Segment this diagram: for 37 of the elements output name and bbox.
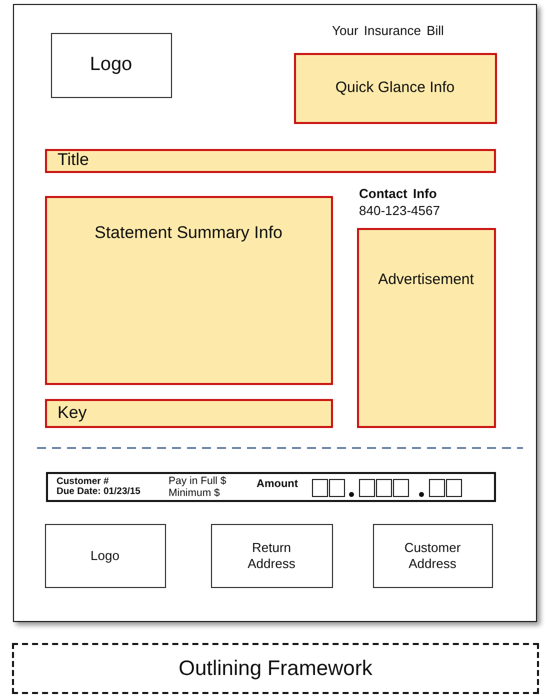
section-label: Statement Summary Info: [94, 222, 283, 243]
digit-box: [428, 478, 444, 496]
digit-box: [312, 478, 328, 496]
address-panel: [210, 524, 332, 588]
placeholder-frame: [50, 32, 172, 98]
phone-number: 840-123-4567: [359, 204, 440, 219]
placeholder-label: Logo: [90, 54, 132, 76]
summary-panel: [44, 196, 332, 384]
key-bar: [44, 398, 332, 428]
placeholder-label: Logo: [90, 548, 120, 564]
digit-box: [328, 478, 344, 496]
field-label: Amount: [256, 478, 298, 490]
section-label: Quick Glance Info: [335, 79, 455, 97]
bill-page: [13, 4, 537, 622]
placeholder-frame: [44, 524, 166, 588]
digit-box: [358, 478, 374, 496]
field-label: Due Date: 01/23/15: [56, 486, 140, 498]
title-bar: [44, 148, 496, 172]
field-label: Customer #: [56, 476, 109, 487]
framework-label: Outlining Framework: [178, 656, 372, 682]
address-label: Return Address: [246, 540, 296, 572]
field-label: Pay in Full $: [168, 474, 226, 487]
info-panel: [294, 52, 496, 124]
contact-heading: Contact Info: [359, 187, 437, 202]
advertisement-panel: [356, 228, 496, 428]
digit-box: [392, 478, 408, 496]
title-label: Title: [58, 150, 89, 171]
section-label: Advertisement: [378, 270, 474, 288]
digit-box: [446, 478, 462, 496]
address-label: Customer Address: [403, 540, 462, 572]
payment-stub: [46, 472, 496, 502]
digit-box: [376, 478, 392, 496]
framework-outline: [12, 643, 539, 694]
address-panel: [372, 524, 492, 588]
field-label: Minimum $: [168, 486, 220, 499]
key-label: Key: [58, 402, 87, 424]
bill-heading: Your Insurance Bill: [332, 24, 444, 39]
